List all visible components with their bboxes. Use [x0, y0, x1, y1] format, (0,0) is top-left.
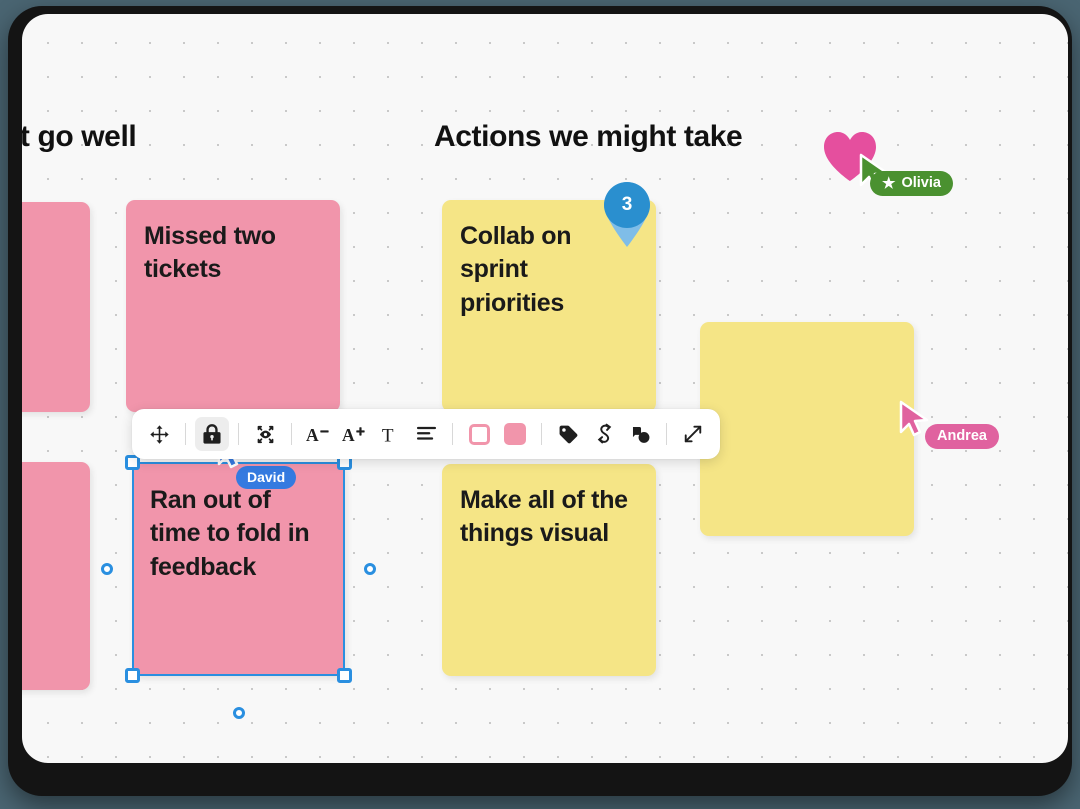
- fill-color-icon[interactable]: [498, 417, 532, 451]
- star-icon: ★: [882, 174, 896, 192]
- column-header-left: ’t go well: [22, 120, 137, 153]
- collaborator-name: David: [247, 469, 286, 485]
- connector-handle-right[interactable]: [364, 563, 376, 575]
- border-color-icon[interactable]: [462, 417, 496, 451]
- collaborator-name: Olivia: [901, 175, 941, 191]
- svg-text:T: T: [382, 425, 394, 445]
- pin-shape-icon: [604, 182, 650, 247]
- sticky-note[interactable]: [22, 202, 90, 412]
- link-icon[interactable]: [587, 417, 621, 451]
- toolbar-separator: [452, 423, 453, 445]
- formatting-toolbar[interactable]: A A T: [132, 409, 720, 459]
- fill-color-swatch: [504, 423, 526, 445]
- column-header-right: Actions we might take: [434, 120, 743, 153]
- sticky-note[interactable]: Make all of the things visual: [442, 464, 656, 676]
- comment-count: 3: [621, 194, 633, 215]
- shapes-icon[interactable]: [623, 417, 657, 451]
- sticky-note[interactable]: Missed two tickets: [126, 200, 340, 412]
- toolbar-separator: [185, 423, 186, 445]
- toolbar-separator: [291, 423, 292, 445]
- svg-text:A: A: [306, 424, 319, 444]
- whiteboard-canvas[interactable]: ’t go well Actions we might take Missed …: [22, 14, 1068, 763]
- move-icon[interactable]: [142, 417, 176, 451]
- font-smaller-icon[interactable]: A: [301, 417, 335, 451]
- text-align-icon[interactable]: [409, 417, 443, 451]
- comment-pin-badge[interactable]: 3: [598, 177, 656, 247]
- toolbar-separator: [541, 423, 542, 445]
- expand-icon[interactable]: [676, 417, 710, 451]
- border-color-swatch: [468, 423, 490, 445]
- collaborator-name: Andrea: [937, 428, 987, 444]
- sticky-note[interactable]: [22, 462, 90, 690]
- font-larger-icon[interactable]: A: [337, 417, 371, 451]
- connector-handle-left[interactable]: [101, 563, 113, 575]
- hide-icon[interactable]: [248, 417, 282, 451]
- lock-icon[interactable]: [195, 417, 229, 451]
- svg-text:A: A: [342, 424, 355, 444]
- toolbar-separator: [238, 423, 239, 445]
- sticky-note[interactable]: [700, 322, 914, 536]
- connector-handle-bottom[interactable]: [232, 707, 245, 719]
- presence-chip-olivia[interactable]: ★ Olivia: [870, 171, 953, 196]
- device-frame: ’t go well Actions we might take Missed …: [8, 6, 1072, 796]
- presence-chip-andrea[interactable]: Andrea: [925, 424, 999, 449]
- text-style-icon[interactable]: T: [373, 417, 407, 451]
- sticky-note-selected[interactable]: Ran out of time to fold in feedback: [132, 462, 345, 676]
- toolbar-separator: [666, 423, 667, 445]
- presence-chip-david[interactable]: David: [236, 466, 297, 489]
- cursor-andrea: [899, 400, 929, 437]
- tag-icon[interactable]: [551, 417, 585, 451]
